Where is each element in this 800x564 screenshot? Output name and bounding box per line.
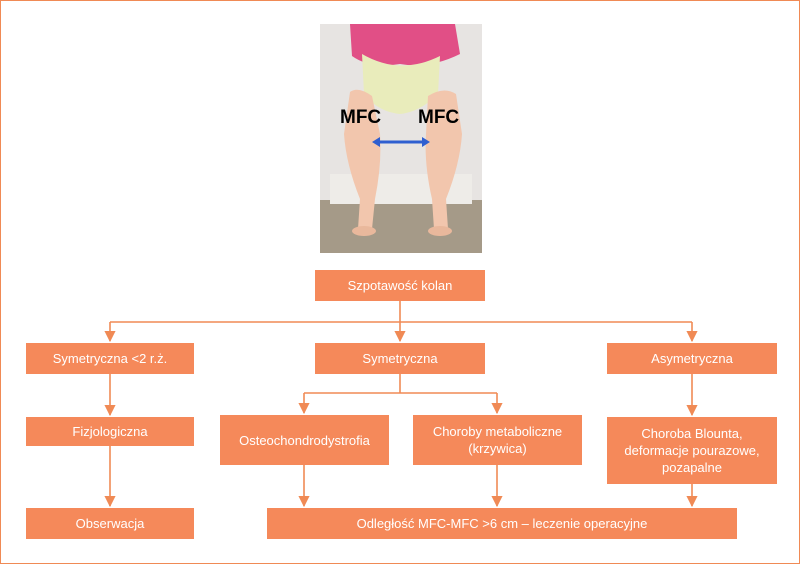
node-observation: Obserwacja (26, 508, 194, 539)
mfc-label-left: MFC (340, 107, 381, 128)
knee-photo: MFC MFC (320, 24, 482, 253)
node-asymmetric: Asymetryczna (607, 343, 777, 374)
node-root: Szpotawość kolan (315, 270, 485, 301)
node-metabolic: Choroby metaboliczne (krzywica) (413, 415, 582, 465)
node-symmetric: Symetryczna (315, 343, 485, 374)
node-symmetric-under-2: Symetryczna <2 r.ż. (26, 343, 194, 374)
mfc-label-right: MFC (418, 107, 459, 128)
node-physiological: Fizjologiczna (26, 417, 194, 446)
node-osteochondrodystrophy: Osteochondrodystrofia (220, 415, 389, 465)
node-blount: Choroba Blounta, deformacje pourazowe, p… (607, 417, 777, 484)
node-surgery: Odległość MFC-MFC >6 cm – leczenie opera… (267, 508, 737, 539)
